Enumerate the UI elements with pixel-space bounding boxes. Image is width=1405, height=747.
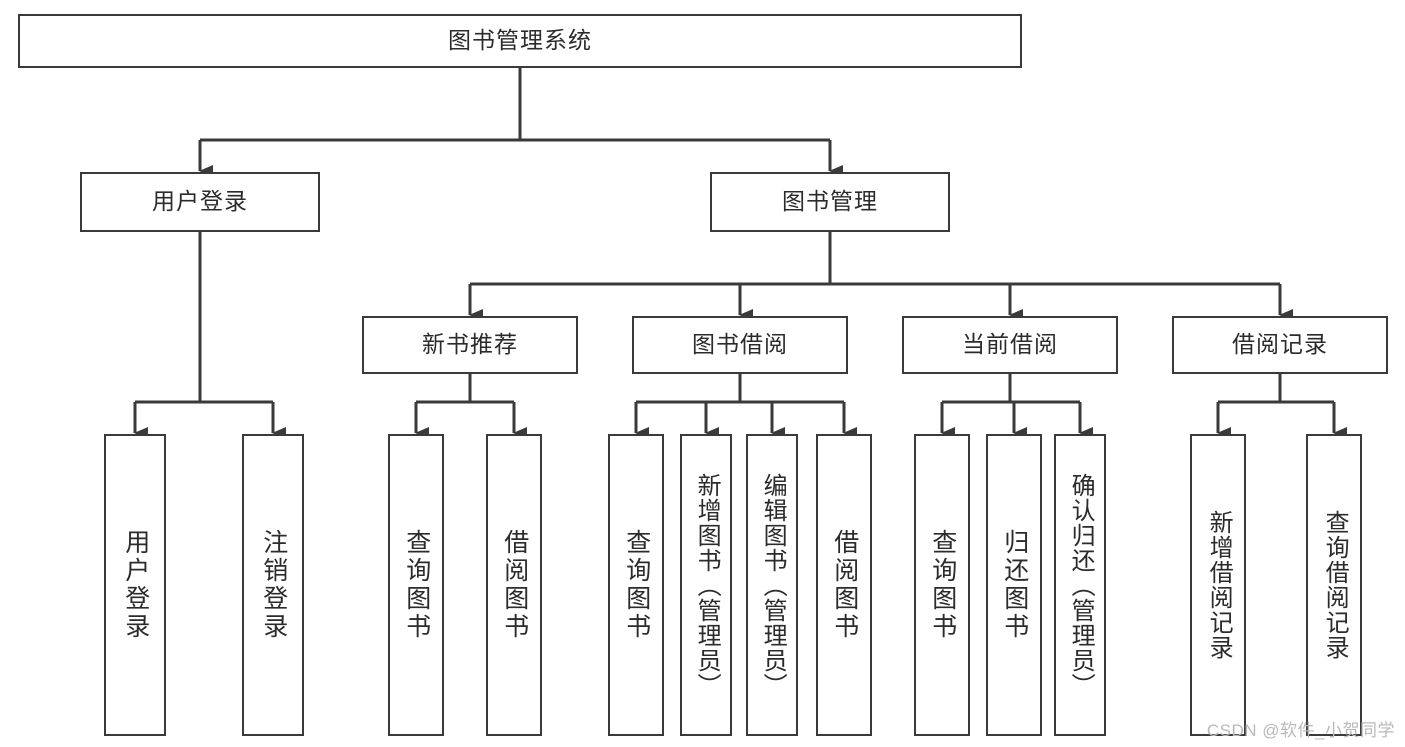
node-label: 查询图书 — [622, 529, 651, 641]
node-leaf-confirm-return-admin[interactable]: 确认归还（管理员） — [1054, 434, 1106, 736]
node-leaf-logout[interactable]: 注销登录 — [242, 434, 304, 736]
node-label: 图书管理 — [782, 188, 878, 215]
node-leaf-borrow-book-recommend[interactable]: 借阅图书 — [486, 434, 542, 736]
node-label: 借阅图书 — [500, 529, 529, 641]
watermark: CSDN @软件_小贺同学 — [1206, 721, 1395, 740]
node-leaf-edit-book-admin[interactable]: 编辑图书（管理员） — [746, 434, 798, 736]
node-label: 查询借阅记录 — [1321, 510, 1349, 660]
node-label: 图书借阅 — [692, 331, 788, 358]
node-label: 新增借阅记录 — [1205, 510, 1233, 660]
node-label: 归还图书 — [1000, 529, 1029, 641]
node-label: 确认归还（管理员） — [1067, 472, 1095, 698]
node-leaf-query-book-recommend[interactable]: 查询图书 — [388, 434, 444, 736]
node-label: 新书推荐 — [422, 331, 518, 358]
node-label: 借阅图书 — [830, 529, 859, 641]
node-leaf-user-login[interactable]: 用户登录 — [104, 434, 166, 736]
node-current-borrow[interactable]: 当前借阅 — [902, 316, 1118, 374]
node-label: 当前借阅 — [962, 331, 1058, 358]
node-label: 注销登录 — [259, 529, 288, 641]
node-label: 用户登录 — [152, 188, 248, 215]
node-label: 编辑图书（管理员） — [759, 472, 787, 698]
node-leaf-return-book[interactable]: 归还图书 — [986, 434, 1042, 736]
node-root[interactable]: 图书管理系统 — [18, 14, 1022, 68]
node-borrow-records[interactable]: 借阅记录 — [1172, 316, 1388, 374]
node-leaf-query-book[interactable]: 查询图书 — [608, 434, 664, 736]
node-leaf-query-book-current[interactable]: 查询图书 — [914, 434, 970, 736]
node-label: 查询图书 — [402, 529, 431, 641]
node-leaf-add-book-admin[interactable]: 新增图书（管理员） — [680, 434, 732, 736]
node-book-management-group[interactable]: 图书管理 — [710, 172, 950, 232]
node-label: 图书管理系统 — [448, 27, 592, 54]
node-book-borrow[interactable]: 图书借阅 — [632, 316, 848, 374]
node-label: 借阅记录 — [1232, 331, 1328, 358]
node-leaf-add-borrow-record[interactable]: 新增借阅记录 — [1190, 434, 1246, 736]
node-label: 新增图书（管理员） — [693, 472, 721, 698]
node-new-book-recommend[interactable]: 新书推荐 — [362, 316, 578, 374]
node-leaf-query-borrow-record[interactable]: 查询借阅记录 — [1306, 434, 1362, 736]
node-label: 用户登录 — [121, 529, 150, 641]
node-user-login-group[interactable]: 用户登录 — [80, 172, 320, 232]
node-leaf-borrow-book[interactable]: 借阅图书 — [816, 434, 872, 736]
node-label: 查询图书 — [928, 529, 957, 641]
